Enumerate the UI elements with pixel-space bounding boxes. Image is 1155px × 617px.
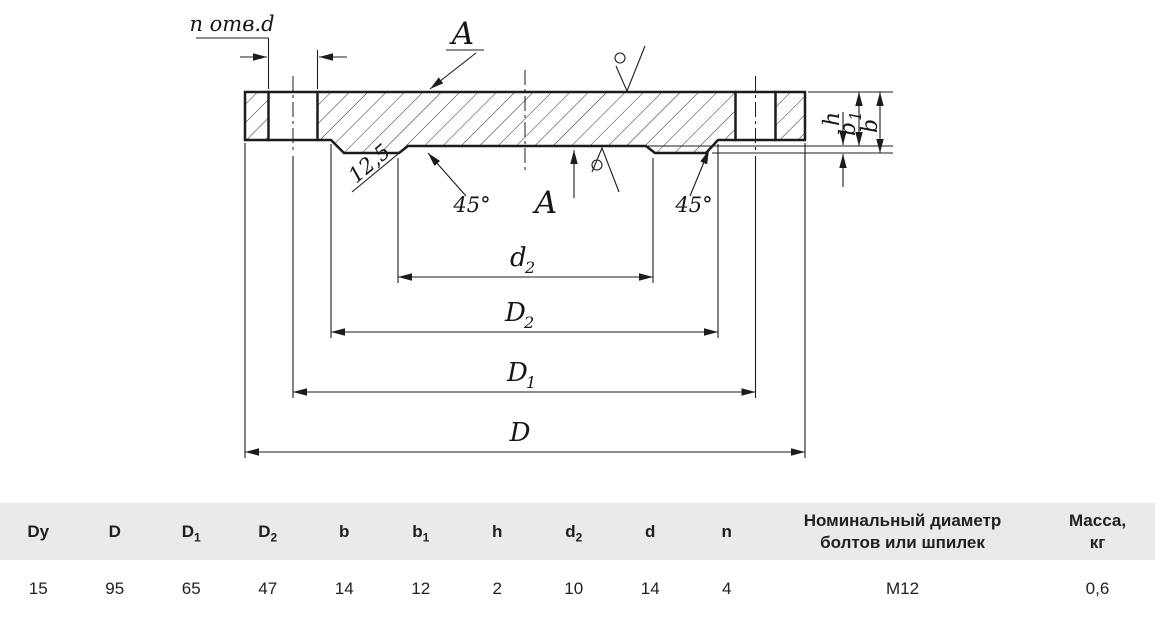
value-d2-lower: 10 <box>564 578 584 598</box>
chamfer-left: 45° <box>427 152 491 217</box>
value-b1: 12 <box>411 578 431 598</box>
flange-technical-drawing: n отв.d A A 12,5 <box>189 12 893 458</box>
header-b: b <box>339 521 350 541</box>
header-d2: D2 <box>258 521 278 545</box>
header-d2-lower: d2 <box>565 521 583 545</box>
flange-outline <box>243 90 807 155</box>
header-d-hole: d <box>645 521 656 541</box>
value-d-hole: 14 <box>640 578 660 598</box>
view-a-bottom: A <box>532 150 578 221</box>
value-n: 4 <box>722 578 732 598</box>
dim-thickness: b b 1 h <box>648 91 893 187</box>
dim-D: D <box>244 143 806 458</box>
value-d-outer: 95 <box>105 578 125 598</box>
dim-h-label: h <box>820 112 845 126</box>
holes-note-label: n отв.d <box>189 12 274 36</box>
value-dy: 15 <box>28 578 48 598</box>
roughness-symbol-bottom <box>591 146 620 193</box>
header-b1: b1 <box>412 521 430 545</box>
chamfer-right-label: 45° <box>674 193 712 217</box>
value-h: 2 <box>492 578 502 598</box>
value-mass: 0,6 <box>1085 578 1110 598</box>
chamfer-left-label: 45° <box>452 193 490 217</box>
header-d-outer: D <box>108 521 121 541</box>
value-d2: 47 <box>258 578 278 598</box>
flange-drawing-svg: n отв.d A A 12,5 <box>189 12 893 458</box>
value-d1: 65 <box>181 578 201 598</box>
centerlines <box>292 70 756 170</box>
svg-text:2: 2 <box>524 258 535 277</box>
svg-text:1: 1 <box>846 111 865 121</box>
dim-d2-label: d <box>510 243 527 273</box>
dim-D1: D 1 <box>292 156 757 398</box>
header-h: h <box>492 521 503 541</box>
table-header-row: Dy D D1 D2 b b1 h d2 d n Номинальный диа… <box>0 503 1155 560</box>
header-bolt-diameter: Номинальный диаметр болтов или шпилек <box>803 511 1002 552</box>
svg-text:1: 1 <box>526 373 536 392</box>
value-b: 14 <box>334 578 354 598</box>
table-data-row: 15 95 65 47 14 12 2 10 14 4 М12 0,6 <box>0 560 1155 617</box>
header-d1: D1 <box>181 521 201 545</box>
chamfer-right: 45° <box>674 149 713 217</box>
dim-D-label: D <box>509 418 531 448</box>
dim-b-label: b <box>858 119 883 133</box>
chamfer-left-leader <box>427 152 467 197</box>
value-bolt-diameter: М12 <box>885 578 920 598</box>
holes-note: n отв.d <box>189 12 347 89</box>
view-a-top-arrow <box>429 52 477 90</box>
dim-h: h <box>820 112 847 187</box>
svg-text:2: 2 <box>523 313 534 332</box>
header-n: n <box>721 521 732 541</box>
header-dy: Dy <box>27 521 50 541</box>
view-a-bottom-label: A <box>532 185 557 221</box>
dim-b: b <box>858 92 884 153</box>
header-mass: Масса, кг <box>1068 511 1127 552</box>
view-a-top: A <box>429 16 484 90</box>
dim-D2: D 2 <box>330 144 719 338</box>
dim-d2: d 2 <box>397 158 654 283</box>
dim-D1-label: D <box>506 358 528 388</box>
view-a-top-label: A <box>449 16 474 52</box>
roughness-symbol-top <box>614 45 646 93</box>
chamfer-right-leader <box>689 149 710 197</box>
flange-dimensions-table: Dy D D1 D2 b b1 h d2 d n Номинальный диа… <box>0 503 1155 617</box>
dim-D2-label: D <box>504 298 526 328</box>
